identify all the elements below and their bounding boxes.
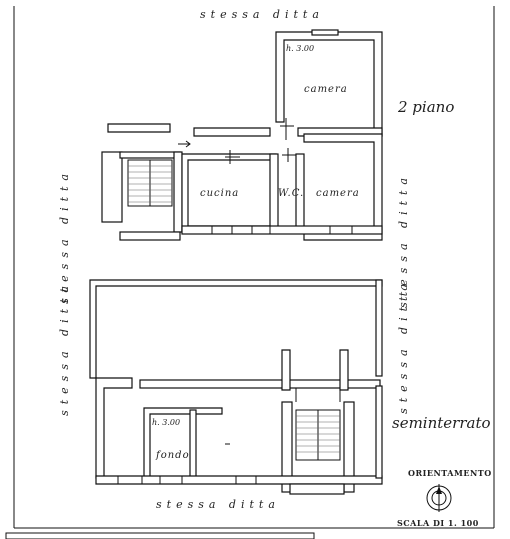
room-label-cucina: cucina: [200, 188, 240, 199]
room-label-wc: W.C.: [278, 188, 305, 199]
right-lower-neighbor-label: stessa ditta: [397, 278, 410, 414]
upper-floor-height: h. 3.00: [286, 44, 315, 53]
drawing-frame: [5, 6, 495, 539]
lower-floor-height: h. 3.00: [152, 418, 181, 427]
top-neighbor-label: stessa ditta: [200, 8, 324, 21]
lower-floor-title: seminterrato: [392, 414, 491, 432]
upper-floor-title: 2 piano: [398, 98, 455, 116]
room-label-fondo: fondo: [156, 450, 190, 461]
left-lower-neighbor-label: stessa ditta: [58, 280, 71, 416]
compass-rose-icon: [426, 484, 452, 512]
upper-stair: [127, 159, 173, 207]
room-label-camera-top: camera: [304, 84, 348, 95]
bottom-neighbor-label: stessa ditta: [156, 498, 280, 511]
lower-floor-plan: [89, 279, 383, 495]
upper-floor-plan: [101, 29, 383, 241]
lower-stair: [295, 409, 341, 461]
orientation-label: ORIENTAMENTO: [408, 468, 492, 478]
scale-label: SCALA DI 1. 100: [397, 518, 479, 528]
room-label-camera-right: camera: [316, 188, 360, 199]
